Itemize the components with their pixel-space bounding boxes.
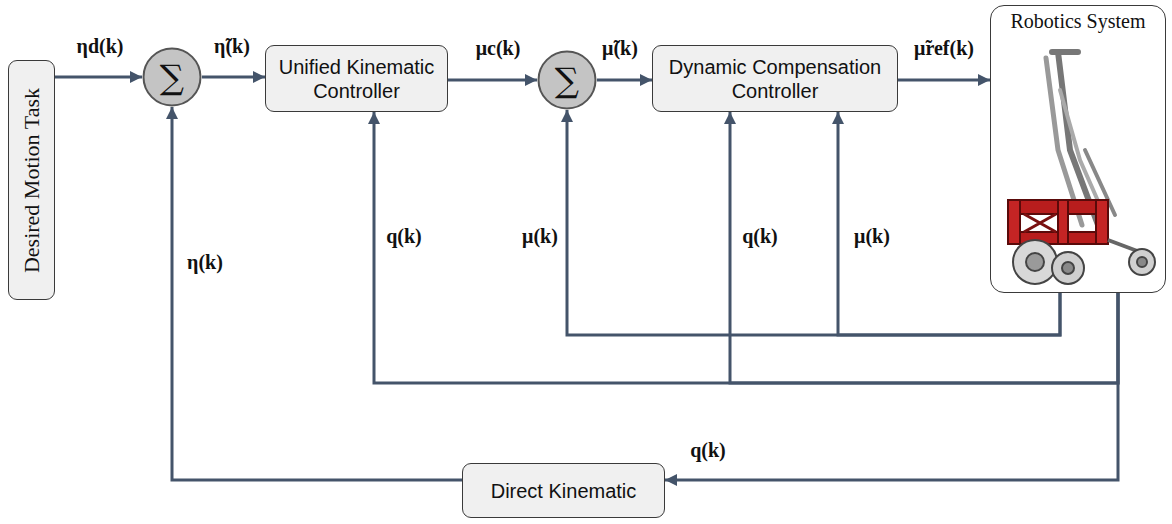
signal-label: μ(k) bbox=[852, 225, 892, 248]
signal-label: q(k) bbox=[688, 439, 728, 462]
signal-label: μ̃(k) bbox=[600, 37, 640, 60]
signal-label: μc(k) bbox=[474, 37, 523, 60]
signal-label: η(k) bbox=[185, 251, 225, 274]
signal-arrow bbox=[202, 76, 265, 79]
process-box: Unified Kinematic Controller bbox=[265, 45, 448, 112]
sum-symbol: ∑ bbox=[555, 60, 579, 100]
signal-arrow bbox=[448, 79, 537, 82]
signal-arrow bbox=[665, 293, 1118, 480]
sum-junction: ∑ bbox=[537, 50, 597, 110]
task-box: Desired Motion Task bbox=[8, 60, 55, 300]
signal-arrow bbox=[838, 112, 1060, 335]
signal-arrow bbox=[898, 79, 990, 82]
signal-arrow bbox=[567, 110, 1060, 335]
signal-arrow bbox=[374, 112, 1118, 383]
signal-label: μ̃ref(k) bbox=[912, 37, 976, 60]
signal-arrow bbox=[55, 76, 142, 79]
process-box: Dynamic Compensation Controller bbox=[652, 45, 898, 112]
node-label: Robotics System bbox=[1010, 10, 1145, 33]
sum-circle-outline bbox=[539, 52, 596, 109]
signal-label: q(k) bbox=[740, 225, 780, 248]
sum-junction: ∑ bbox=[142, 47, 202, 107]
signal-label: η̃(k) bbox=[212, 35, 252, 58]
sum-circle-outline bbox=[144, 49, 201, 106]
signal-arrow bbox=[597, 79, 652, 82]
node-label: Direct Kinematic bbox=[491, 479, 637, 503]
signal-label: μ(k) bbox=[520, 225, 560, 248]
signal-label: q(k) bbox=[384, 225, 424, 248]
signal-arrow bbox=[730, 112, 1118, 383]
process-box: Direct Kinematic bbox=[462, 463, 665, 518]
node-label: Desired Motion Task bbox=[20, 66, 43, 294]
sum-symbol: ∑ bbox=[160, 57, 184, 97]
signal-label: ηd(k) bbox=[75, 35, 126, 58]
signal-arrow bbox=[172, 107, 462, 480]
node-label: Dynamic Compensation Controller bbox=[661, 55, 889, 103]
node-label: Unified Kinematic Controller bbox=[274, 55, 439, 103]
robot-frame: Robotics System bbox=[990, 5, 1166, 293]
